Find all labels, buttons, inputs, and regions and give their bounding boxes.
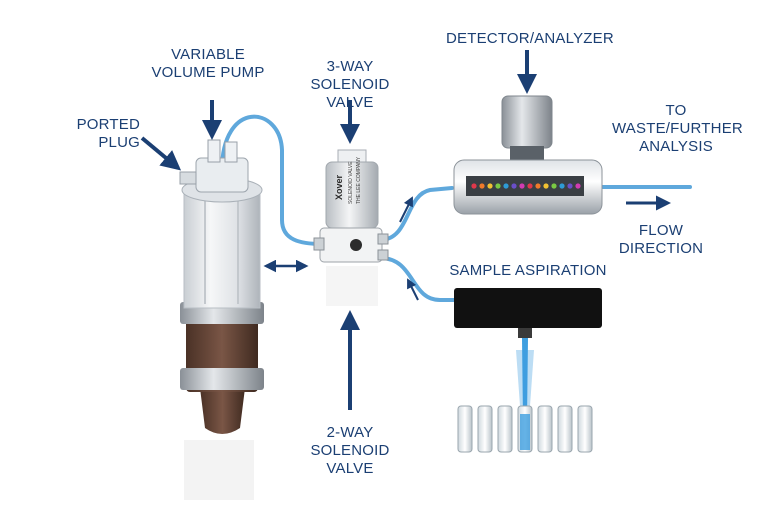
label-text: PORTED bbox=[76, 116, 140, 133]
valve-sub2: THE LEE COMPANY bbox=[356, 156, 362, 204]
label-text: 2-WAY bbox=[326, 424, 374, 441]
label-text: ANALYSIS bbox=[639, 138, 713, 155]
aspiration-block bbox=[454, 288, 602, 328]
sample-vials bbox=[457, 405, 593, 453]
label-text: VOLUME PUMP bbox=[151, 64, 265, 81]
label-text: VARIABLE bbox=[171, 46, 245, 63]
label-variable-volume-pump: VARIABLE VOLUME PUMP bbox=[148, 46, 268, 82]
valve-sub1: SOLENOID VALVE bbox=[348, 161, 354, 204]
three-way-solenoid-valve: Xover SOLENOID VALVE THE LEE COMPANY bbox=[313, 149, 389, 306]
label-3way-solenoid-valve: 3-WAY SOLENOID VALVE bbox=[290, 58, 410, 112]
label-sample-aspiration: SAMPLE ASPIRATION bbox=[444, 262, 612, 280]
arrow-flow-down bbox=[407, 278, 419, 301]
tube-valve-to-detector bbox=[378, 186, 454, 242]
label-detector-analyzer: DETECTOR/ANALYZER bbox=[446, 30, 614, 48]
label-ported-plug: PORTED PLUG bbox=[54, 116, 140, 152]
label-text: SOLENOID bbox=[310, 442, 390, 459]
arrow-flow-up bbox=[399, 196, 413, 223]
detector-dot bbox=[527, 183, 533, 189]
detector-dot bbox=[535, 183, 541, 189]
sample-vial bbox=[457, 405, 473, 453]
label-text: PLUG bbox=[98, 134, 140, 151]
variable-volume-pump bbox=[179, 139, 264, 500]
detector-window bbox=[466, 176, 584, 196]
label-text: SOLENOID VALVE bbox=[310, 76, 390, 111]
arrow-ported-plug bbox=[140, 136, 182, 171]
sample-vial bbox=[537, 405, 553, 453]
tube-pump-to-valve bbox=[220, 114, 324, 246]
label-text: TO bbox=[665, 102, 687, 119]
sample-vial bbox=[577, 405, 593, 453]
label-flow-direction: FLOW DIRECTION bbox=[606, 222, 716, 258]
detector-dot bbox=[511, 183, 517, 189]
detector-dot bbox=[543, 183, 549, 189]
label-waste-further-analysis: TO WASTE/FURTHER ANALYSIS bbox=[612, 102, 743, 156]
sample-aspiration-unit bbox=[454, 288, 602, 453]
pump-reflection bbox=[184, 440, 254, 500]
detector-dot bbox=[479, 183, 485, 189]
pump-manifold bbox=[195, 157, 249, 193]
detector-dot bbox=[559, 183, 565, 189]
pump-fitting-2 bbox=[224, 141, 238, 163]
pump-fitting-1 bbox=[207, 139, 221, 163]
label-2way-solenoid-valve: 2-WAY SOLENOID VALVE bbox=[300, 424, 400, 478]
label-text: VALVE bbox=[326, 460, 374, 477]
detector-dot bbox=[487, 183, 493, 189]
sample-vial bbox=[557, 405, 573, 453]
detector-dot bbox=[495, 183, 501, 189]
sample-vial bbox=[497, 405, 513, 453]
pointer-arrows bbox=[140, 50, 671, 410]
sample-vial bbox=[477, 405, 493, 453]
detector-dot bbox=[471, 183, 477, 189]
detector-color-dots bbox=[471, 183, 581, 189]
detector-dot bbox=[503, 183, 509, 189]
label-text: SAMPLE ASPIRATION bbox=[449, 262, 607, 279]
label-text: DIRECTION bbox=[618, 240, 704, 257]
aspiration-probe bbox=[522, 338, 528, 420]
detector-head bbox=[501, 95, 553, 149]
valve-brand: Xover bbox=[334, 174, 344, 200]
ported-plug bbox=[179, 171, 197, 185]
detector-dot bbox=[551, 183, 557, 189]
label-text: WASTE/FURTHER bbox=[612, 120, 743, 137]
detector-dot bbox=[567, 183, 573, 189]
detector-dot bbox=[575, 183, 581, 189]
sample-fluid bbox=[520, 414, 530, 450]
detector-analyzer bbox=[453, 95, 603, 215]
label-text: 3-WAY bbox=[326, 58, 374, 75]
label-text: FLOW bbox=[638, 222, 684, 239]
label-text: DETECTOR/ANALYZER bbox=[446, 30, 614, 47]
pump-motor-plate-bottom bbox=[180, 368, 264, 390]
pump-base-cup bbox=[200, 388, 245, 434]
detector-dot bbox=[519, 183, 525, 189]
valve-reflection bbox=[326, 266, 378, 306]
pump-cylinder bbox=[183, 189, 261, 309]
